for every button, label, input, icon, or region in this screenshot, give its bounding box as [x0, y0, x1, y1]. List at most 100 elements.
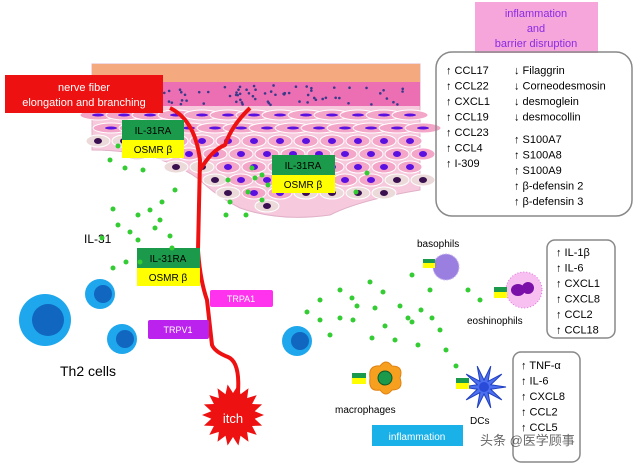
il31ra-label: IL-31RA — [285, 161, 322, 172]
il31-dot — [350, 317, 356, 323]
header-box — [475, 2, 598, 53]
il31-dot — [354, 303, 360, 309]
nerve-fiber — [169, 106, 252, 393]
il31-dot — [99, 235, 105, 241]
itch-label: itch — [223, 411, 243, 426]
osmrb-label: OSMR β — [284, 180, 323, 191]
eosinophils-label: eoshinophils — [467, 316, 523, 327]
il31-dot — [304, 309, 310, 315]
il31-dot — [349, 295, 355, 301]
list-item: ↓ Filaggrin — [514, 65, 565, 77]
receptor-1: IL-31RA OSMR β — [122, 120, 184, 158]
list-item: ↑ S100A9 — [514, 165, 562, 177]
list-item: ↑ β-defensin 2 — [514, 181, 583, 193]
list-item: ↑ CXCL1 — [446, 96, 490, 108]
il31-dot — [317, 317, 323, 323]
il31-dot — [367, 279, 373, 285]
dc-box — [512, 351, 581, 463]
watermark: 头条 @医学顾事 — [480, 433, 575, 448]
il31ra-label: IL-31RA — [135, 126, 172, 137]
th2-cells — [19, 279, 312, 356]
il31ra-label: IL-31RA — [150, 254, 187, 265]
list-item: ↑ CXCL8 — [521, 391, 565, 403]
nerve-main — [169, 106, 241, 393]
basophil-cell — [432, 253, 460, 281]
il31-dot — [327, 332, 333, 338]
il31-dot — [127, 229, 133, 235]
nerve-branch — [198, 106, 252, 172]
il31-dot — [405, 315, 411, 321]
il31-dot — [409, 319, 415, 325]
il31-dot — [147, 207, 153, 213]
list-item: ↑ β-defensin 3 — [514, 196, 583, 208]
list-item: ↑ IL-6 — [556, 263, 584, 275]
macrophage-receptor — [352, 373, 366, 378]
dc-receptor — [456, 383, 469, 389]
il31-dot — [110, 206, 116, 212]
list-item: ↑ IL-1β — [556, 247, 590, 259]
il31-dot — [369, 335, 375, 341]
eosinophil-box-list: ↑ IL-1β↑ IL-6↑ CXCL1↑ CXCL8↑ CCL2↑ CCL18 — [556, 247, 600, 337]
il31-dot — [465, 287, 471, 293]
list-item: ↑ CCL4 — [446, 143, 483, 155]
list-item: ↑ S100A7 — [514, 134, 562, 146]
il31-dot — [107, 157, 113, 163]
il31-dot — [372, 305, 378, 311]
barrier-box — [435, 51, 633, 217]
nerve-fiber-label-1: nerve fiber — [58, 82, 110, 94]
il31-dot — [418, 307, 424, 313]
trpa1-label: TRPA1 — [227, 294, 255, 304]
il31-dot — [477, 297, 483, 303]
il31-dot — [110, 265, 116, 271]
il31-dot — [443, 347, 449, 353]
dc-receptor — [456, 378, 469, 383]
list-item: ↑ CXCL1 — [556, 278, 600, 290]
nerve-fiber-label-box — [5, 75, 163, 113]
dc-box-list: ↑ TNF-α↑ IL-6↑ CXCL8↑ CCL2↑ CCL5 — [521, 360, 565, 434]
eosinophil-receptor — [494, 287, 507, 292]
trpa1-box — [210, 290, 273, 307]
granules — [95, 83, 405, 107]
il31-dot — [249, 165, 255, 171]
il31-dot — [140, 167, 146, 173]
il31-dot — [382, 323, 388, 329]
osmrb-label: OSMR β — [134, 145, 173, 156]
dcs-label: DCs — [470, 416, 489, 427]
header-line-1: inflammation — [505, 8, 567, 20]
il31-dot — [415, 342, 421, 348]
stratum-corneum — [92, 64, 420, 82]
list-item: ↑ CCL22 — [446, 81, 489, 93]
il31-dot — [115, 222, 121, 228]
il31-dot — [337, 315, 343, 321]
il31-dot — [427, 287, 433, 293]
eosinophil-box — [546, 239, 616, 339]
il31-dot — [137, 259, 143, 265]
il31-dot — [169, 245, 175, 251]
list-item: ↑ CCL19 — [446, 112, 489, 124]
il31-dot — [223, 212, 229, 218]
il31-dot — [123, 259, 129, 265]
barrier-box-list: ↑ CCL17↑ CCL22↑ CXCL1↑ CCL19↑ CCL23↑ CCL… — [446, 65, 606, 208]
il31-dot — [353, 189, 359, 195]
osmrb-label: OSMR β — [149, 273, 188, 284]
il31-dot — [135, 237, 141, 243]
il31-dot — [122, 165, 128, 171]
il31-dot — [172, 187, 178, 193]
list-item: ↑ CCL2 — [521, 407, 558, 419]
header-line-2: and — [527, 23, 545, 35]
basophils-label: basophils — [417, 239, 459, 250]
il31-dot — [364, 170, 370, 176]
macrophage-receptor — [352, 378, 366, 384]
trpv1-label: TRPV1 — [163, 325, 192, 335]
il31-label: IL-31 — [84, 232, 112, 246]
basophil-receptor — [423, 263, 435, 268]
list-item: ↑ TNF-α — [521, 360, 561, 372]
itch-burst-icon — [202, 384, 264, 446]
il31-dot — [265, 182, 271, 188]
receptor-2: IL-31RA OSMR β — [272, 155, 335, 193]
macrophages-label: macrophages — [335, 405, 396, 416]
il31-dot — [152, 225, 158, 231]
list-item: ↑ CCL17 — [446, 65, 489, 77]
